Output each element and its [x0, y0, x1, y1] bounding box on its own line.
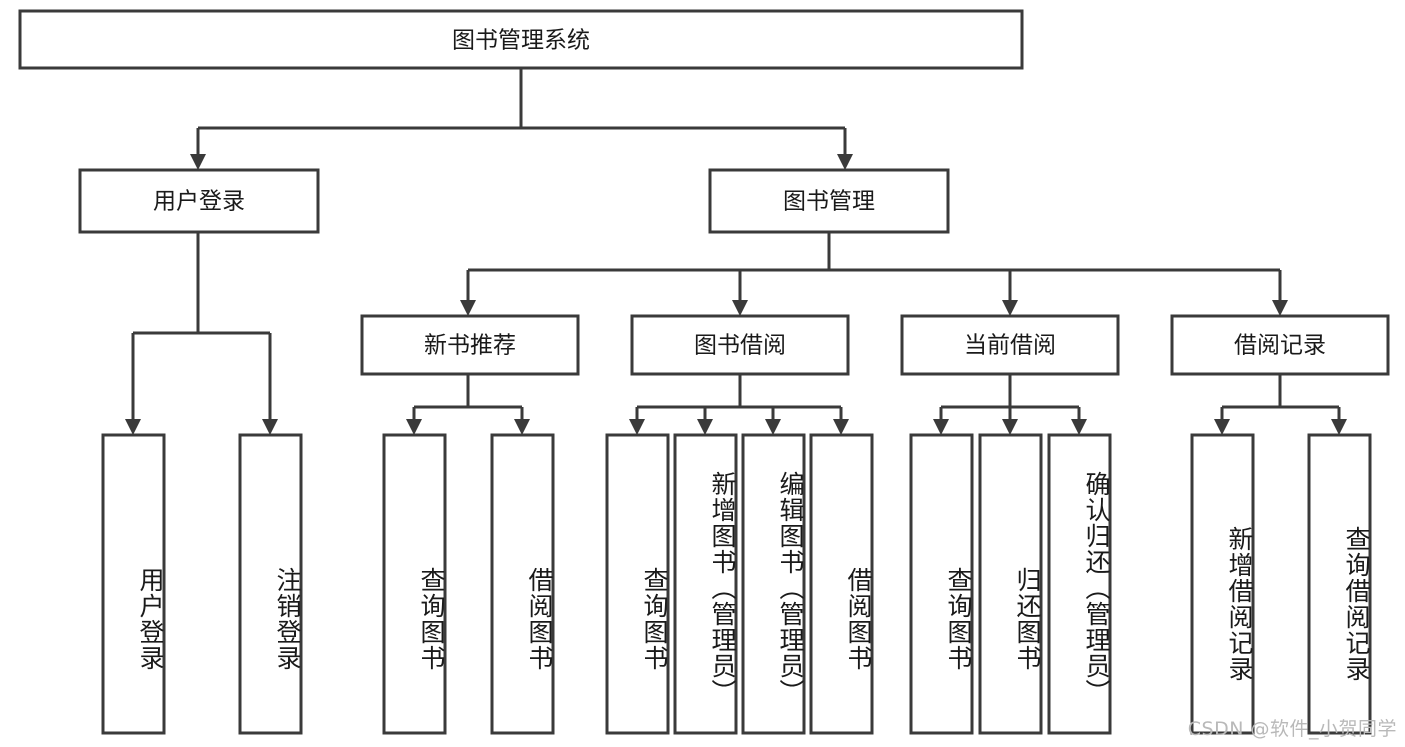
- connector-book-manage-to-level3: [460, 232, 1288, 316]
- csdn-watermark: CSDN @软件_小贺同学: [1187, 718, 1397, 740]
- node-leaf-user-login[interactable]: [101, 433, 166, 735]
- arrow-to-leaf-borrow-book-1: [514, 419, 530, 435]
- node-current-borrow[interactable]: 当前借阅: [900, 314, 1120, 376]
- arrow-to-leaf-user-login: [125, 419, 141, 435]
- connector-new-book-recommend-to-leaves: [406, 374, 530, 435]
- node-book-borrow-label: 图书借阅: [694, 333, 786, 359]
- arrow-to-leaf-confirm-return: [1071, 419, 1087, 435]
- arrow-to-leaf-edit-book: [765, 419, 781, 435]
- node-leaf-edit-book[interactable]: [741, 433, 806, 735]
- node-user-login[interactable]: 用户登录: [78, 168, 320, 234]
- node-new-book-recommend-label: 新书推荐: [424, 333, 516, 359]
- arrow-to-borrow-record: [1272, 300, 1288, 316]
- arrow-to-leaf-query-record: [1331, 419, 1347, 435]
- node-borrow-record[interactable]: 借阅记录: [1170, 314, 1390, 376]
- node-leaf-user-logout[interactable]: [238, 433, 303, 735]
- connector-user-login-to-leaves: [125, 232, 278, 435]
- node-leaf-confirm-return[interactable]: [1047, 433, 1112, 735]
- node-leaf-query-book-1[interactable]: [382, 433, 447, 735]
- node-book-manage-label: 图书管理: [783, 189, 875, 215]
- connector-borrow-record-to-leaves: [1214, 374, 1347, 435]
- node-leaf-query-book-2[interactable]: [605, 433, 670, 735]
- node-book-borrow[interactable]: 图书借阅: [630, 314, 850, 376]
- arrow-to-leaf-query-book-3: [933, 419, 949, 435]
- connector-book-borrow-to-leaves: [629, 374, 849, 435]
- arrow-to-book-manage: [837, 154, 853, 170]
- node-user-login-label: 用户登录: [153, 189, 245, 215]
- node-root[interactable]: 图书管理系统: [18, 9, 1024, 70]
- connector-current-borrow-to-leaves: [933, 374, 1087, 435]
- node-borrow-record-label: 借阅记录: [1234, 333, 1326, 359]
- node-leaf-query-book-3[interactable]: [909, 433, 974, 735]
- node-leaf-return-book[interactable]: [978, 433, 1043, 735]
- arrow-to-book-borrow: [732, 300, 748, 316]
- arrow-to-current-borrow: [1002, 300, 1018, 316]
- node-book-manage[interactable]: 图书管理: [708, 168, 950, 234]
- arrow-to-user-login: [190, 154, 206, 170]
- node-new-book-recommend[interactable]: 新书推荐: [360, 314, 580, 376]
- arrow-to-leaf-query-book-1: [406, 419, 422, 435]
- node-root-label: 图书管理系统: [452, 28, 590, 54]
- node-leaf-add-record[interactable]: [1190, 433, 1255, 735]
- arrow-to-new-book-recommend: [460, 300, 476, 316]
- node-leaf-query-record[interactable]: [1307, 433, 1372, 735]
- arrow-to-leaf-add-record: [1214, 419, 1230, 435]
- node-current-borrow-label: 当前借阅: [964, 333, 1056, 359]
- connector-root-to-level2: [190, 68, 853, 170]
- arrow-to-leaf-borrow-book-2: [833, 419, 849, 435]
- arrow-to-leaf-query-book-2: [629, 419, 645, 435]
- node-leaf-borrow-book-2[interactable]: [809, 433, 874, 735]
- arrow-to-leaf-add-book: [697, 419, 713, 435]
- node-leaf-borrow-book-1[interactable]: [490, 433, 555, 735]
- arrow-to-leaf-user-logout: [262, 419, 278, 435]
- node-leaf-add-book[interactable]: [673, 433, 738, 735]
- arrow-to-leaf-return-book: [1002, 419, 1018, 435]
